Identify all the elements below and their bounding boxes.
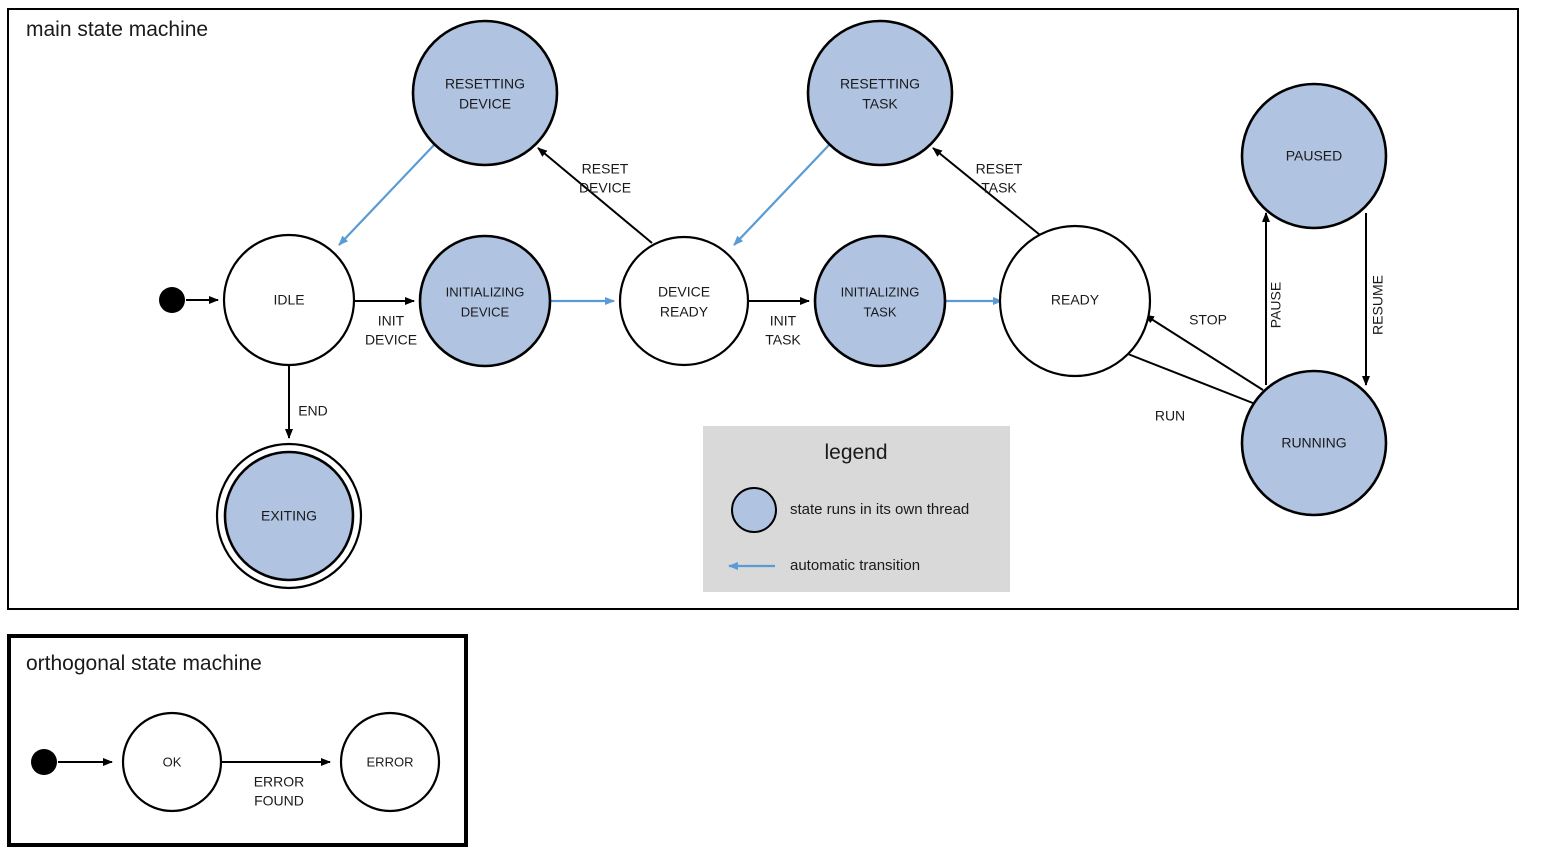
state-paused-label: PAUSED [1286,148,1343,164]
main-start-node [159,287,185,313]
state-initializing-device-shape[interactable] [418,234,552,368]
transition-resetting-device-to-idle [338,144,435,246]
state-resetting-task-label-line1: RESETTING [840,76,920,92]
legend-title: legend [824,441,887,464]
transition-label-pause: PAUSE [1268,282,1284,328]
transition-label-stop: STOP [1189,312,1227,328]
orthogonal-start-node [31,749,57,775]
state-device-ready[interactable]: DEVICE READY [618,235,750,367]
main-panel-states: IDLE RESETTING DEVICE INITIALIZING DEVIC… [215,19,1388,590]
state-initializing-device-label-line2: DEVICE [461,304,510,319]
state-running[interactable]: RUNNING [1240,369,1388,517]
state-running-shape[interactable] [1240,369,1388,517]
state-resetting-device-label-line1: RESETTING [445,76,525,92]
state-idle-shape[interactable] [222,233,356,367]
legend: legend state runs in its own thread auto… [703,426,1010,592]
transition-label-error-found-line1: ERROR [254,774,305,790]
legend-thread-state-icon [731,487,777,533]
transition-device-ready-to-resetting-device [537,147,653,244]
state-resetting-task[interactable]: RESETTING TASK [806,19,954,167]
transition-label-end: END [298,403,328,419]
state-error-shape[interactable] [339,711,441,813]
transition-label-init-device-line1: INIT [378,313,405,329]
state-paused-shape[interactable] [1240,82,1388,230]
orthogonal-panel-title: orthogonal state machine [26,652,262,675]
state-ready-label: READY [1051,292,1100,308]
orthogonal-panel-transitions: ERROR FOUND [58,758,331,809]
main-panel-title: main state machine [26,18,208,41]
state-exiting-shape[interactable] [223,450,355,582]
state-initializing-device-label-line1: INITIALIZING [446,284,525,299]
legend-item-automatic-transition-label: automatic transition [790,557,920,574]
legend-item-thread-state-label: state runs in its own thread [790,501,969,518]
state-ok-shape[interactable] [121,711,223,813]
state-resetting-device-shape[interactable] [411,19,559,167]
transition-label-resume: RESUME [1370,275,1386,335]
state-exiting-label: EXITING [261,508,317,524]
transition-resetting-task-to-device-ready [733,144,830,246]
orthogonal-panel-states: OK ERROR [121,711,441,813]
state-ok[interactable]: OK [121,711,223,813]
state-ok-label: OK [163,754,182,769]
state-device-ready-label-line2: READY [660,304,709,320]
state-initializing-task-label-line2: TASK [864,304,897,319]
state-initializing-task[interactable]: INITIALIZING TASK [813,234,947,368]
state-resetting-device[interactable]: RESETTING DEVICE [411,19,559,167]
state-error[interactable]: ERROR [339,711,441,813]
transition-label-run: RUN [1155,408,1185,424]
state-device-ready-label-line1: DEVICE [658,284,710,300]
state-paused[interactable]: PAUSED [1240,82,1388,230]
state-idle[interactable]: IDLE [222,233,356,367]
main-panel-transitions: INIT DEVICE END RESET DEVICE INIT TASK R… [186,144,1386,439]
transition-running-to-ready [1144,314,1264,391]
state-resetting-task-shape[interactable] [806,19,954,167]
state-resetting-device-label-line2: DEVICE [459,96,511,112]
state-device-ready-shape[interactable] [618,235,750,367]
state-exiting[interactable]: EXITING [215,442,363,590]
transition-label-error-found-line2: FOUND [254,793,304,809]
transition-label-reset-device-line2: DEVICE [579,180,631,196]
state-resetting-task-label-line2: TASK [862,96,898,112]
state-ready[interactable]: READY [998,224,1152,378]
transition-label-init-task-line2: TASK [765,332,801,348]
orthogonal-state-machine-panel: orthogonal state machine ERROR FOUND OK … [7,634,468,847]
state-ready-shape[interactable] [998,224,1152,378]
transition-label-init-device-line2: DEVICE [365,332,417,348]
transition-label-reset-task-line1: RESET [976,161,1023,177]
state-running-label: RUNNING [1281,435,1346,451]
transition-ready-to-resetting-task [932,147,1041,236]
transition-label-reset-task-line2: TASK [981,180,1017,196]
transition-ready-to-running [1127,353,1264,408]
transition-label-reset-device-line1: RESET [582,161,629,177]
state-error-label: ERROR [367,754,414,769]
transition-label-init-task-line1: INIT [770,313,797,329]
main-state-machine-panel: main state machine INIT DEVICE END RESET… [7,8,1519,610]
state-initializing-task-label-line1: INITIALIZING [841,284,920,299]
state-idle-label: IDLE [273,292,304,308]
state-initializing-task-shape[interactable] [813,234,947,368]
state-initializing-device[interactable]: INITIALIZING DEVICE [418,234,552,368]
